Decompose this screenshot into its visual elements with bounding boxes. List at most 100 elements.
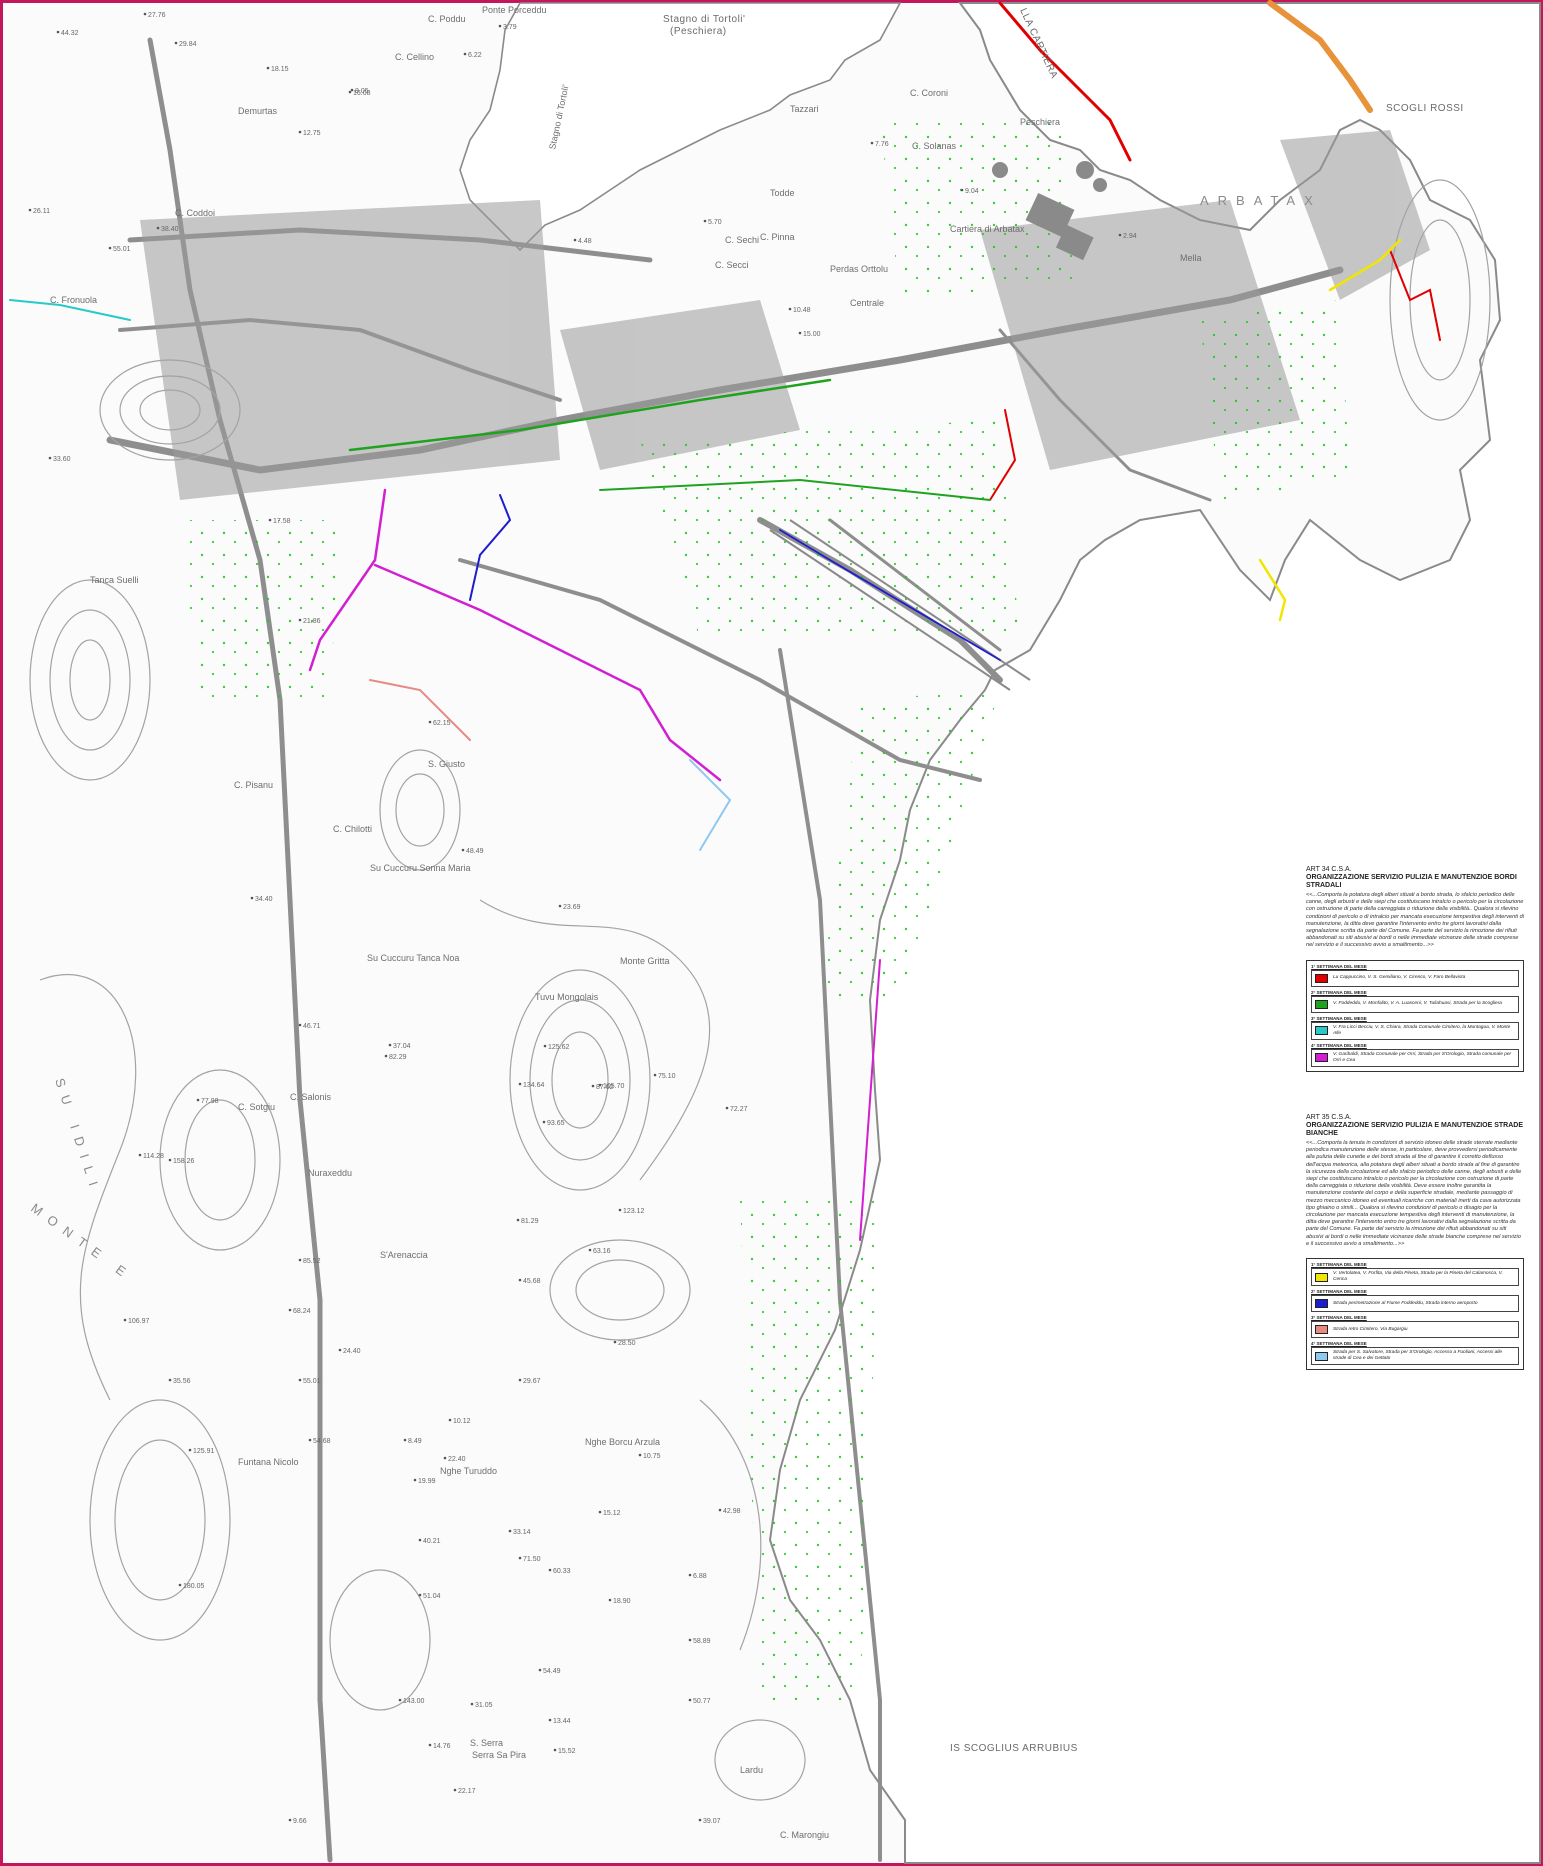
is-scoglius-arrubius-label: IS SCOGLIUS ARRUBIUS [950,1743,1078,1754]
spot-elevation-dot [470,1702,474,1706]
lagoon-area [459,2,902,252]
spot-elevation-label: 180.05 [183,1583,205,1590]
spot-elevation-dot [518,1278,522,1282]
spot-elevation-dot [108,246,112,250]
place-label: Demurtas [238,106,278,116]
place-label: C. Cellino [395,52,434,62]
spot-elevation-label: 10.75 [643,1453,661,1460]
spot-elevation-label: 125.91 [193,1448,215,1455]
spot-elevation-label: 6.88 [693,1573,707,1580]
spot-elevation-dot [588,1248,592,1252]
spot-elevation-dot [123,1318,127,1322]
legend-week-heading: 4° SETTIMANA DEL MESE [1311,1341,1367,1347]
spot-elevation-label: 123.12 [623,1208,645,1215]
spot-elevation: 114.28 [138,1153,164,1160]
spot-elevation-dot [1118,233,1122,237]
spot-elevation-dot [788,307,792,311]
spot-elevation: 158.26 [168,1158,195,1165]
spot-elevation-label: 134.64 [523,1082,545,1089]
spot-elevation-dot [398,1698,402,1702]
spot-elevation-dot [418,1538,422,1542]
spot-elevation-dot [608,1598,612,1602]
spot-elevation-label: 19.99 [418,1478,436,1485]
spot-elevation-label: 10.48 [793,307,811,314]
spot-elevation-label: 71.50 [523,1556,541,1563]
spot-elevation-label: 8.05 [355,88,369,95]
place-label: Nghe Turuddo [440,1466,497,1476]
spot-elevation: 21.86 [298,618,321,625]
spot-elevation: 28.50 [613,1340,636,1347]
legend-subtitle: ORGANIZZAZIONE SERVIZIO PULIZIA E MANUTE… [1306,1122,1524,1137]
spot-elevation-label: 44.32 [61,30,79,37]
spot-elevation-label: 29.84 [179,41,197,48]
lagoon-sub-label: (Peschiera) [670,26,727,37]
spot-elevation-label: 15.52 [558,1748,576,1755]
spot-elevation: 82.29 [384,1054,407,1061]
spot-elevation-label: 17.58 [273,518,291,525]
spot-elevation-label: 72.27 [730,1106,748,1113]
spot-elevation: 17.58 [268,518,291,525]
place-label: Funtana Nicolo [238,1457,299,1467]
spot-elevation-dot [698,1818,702,1822]
place-label: S. Giusto [428,759,465,769]
legend-item: 4° SETTIMANA DEL MESE V. Garibaldi, Stra… [1311,1043,1519,1067]
spot-elevation-dot [288,1818,292,1822]
spot-elevation-label: 2.94 [1123,233,1137,240]
spot-elevation-label: 51.04 [423,1593,441,1600]
spot-elevation: 8.05 [350,88,369,95]
legend-swatch-pink [1315,1325,1328,1335]
spot-elevation-label: 38.40 [161,226,179,233]
spot-elevation-dot [298,130,302,134]
spot-elevation-label: 10.12 [453,1418,471,1425]
spot-elevation-label: 22.40 [448,1456,466,1463]
spot-elevation: 123.12 [618,1208,645,1215]
spot-elevation-dot [384,1054,388,1058]
spot-elevation-label: 42.98 [723,1508,741,1515]
spot-elevation-dot [298,618,302,622]
spot-elevation-label: 62.15 [433,720,451,727]
route-white-pink [369,679,471,741]
spot-elevation-dot [56,30,60,34]
spot-elevation-dot [308,1438,312,1442]
spot-elevation-dot [138,1153,142,1157]
legend-item: 1° SETTIMANA DEL MESE V. Vertolatea, V. … [1311,1262,1519,1287]
spot-elevation: 34.40 [250,896,273,903]
legend-row: V. Garibaldi, Strada Comunale per Orri, … [1311,1048,1519,1067]
spot-elevation: 75.10 [653,1073,676,1080]
spot-elevation-label: 28.50 [618,1340,636,1347]
place-label: Monte Gritta [620,956,670,966]
spot-elevation-label: 82.29 [389,1054,407,1061]
spot-elevation-label: 54.49 [543,1668,561,1675]
place-label: Tanca Suelli [90,575,139,585]
legend-item-desc: V. Fra Licci Becciu, V. S. Chiara, Strad… [1333,1024,1511,1036]
legend-row: Strada retro Cimitero, Via Bugargiu [1311,1321,1519,1339]
route-week1-red-2 [989,409,1017,501]
service-routes [9,0,1441,1241]
legend-week-heading: 2° SETTIMANA DEL MESE [1311,1289,1367,1295]
spot-elevation-label: 6.22 [468,52,482,59]
spot-elevation-dot [543,1044,547,1048]
route-week2-green-2 [599,478,991,501]
spot-elevation: 51.04 [418,1593,441,1600]
spot-elevation-dot [298,1258,302,1262]
legend-swatch-magenta [1315,1053,1328,1063]
spot-elevation-label: 33.14 [513,1529,531,1536]
spot-elevation-label: 8.49 [408,1438,422,1445]
spot-elevation-label: 81.29 [521,1218,539,1225]
spot-elevation: 4.48 [573,238,592,245]
spot-elevation-label: 34.40 [255,896,273,903]
spot-elevation-dot [548,1718,552,1722]
spot-elevation-dot [591,1084,595,1088]
spot-elevation-dot [196,1098,200,1102]
spot-elevation: 10.12 [448,1418,471,1425]
spot-elevation-label: 45.68 [523,1278,541,1285]
spot-elevation: 8.49 [403,1438,422,1445]
legend-week-heading: 1° SETTIMANA DEL MESE [1311,963,1367,969]
spot-elevation-label: 85.52 [303,1258,321,1265]
legend-title: ART 35 C.S.A. [1306,1114,1352,1121]
legend-swatch-yellow [1315,1272,1328,1282]
spot-elevation-dot [288,1308,292,1312]
spot-elevation-label: 143.00 [403,1698,425,1705]
